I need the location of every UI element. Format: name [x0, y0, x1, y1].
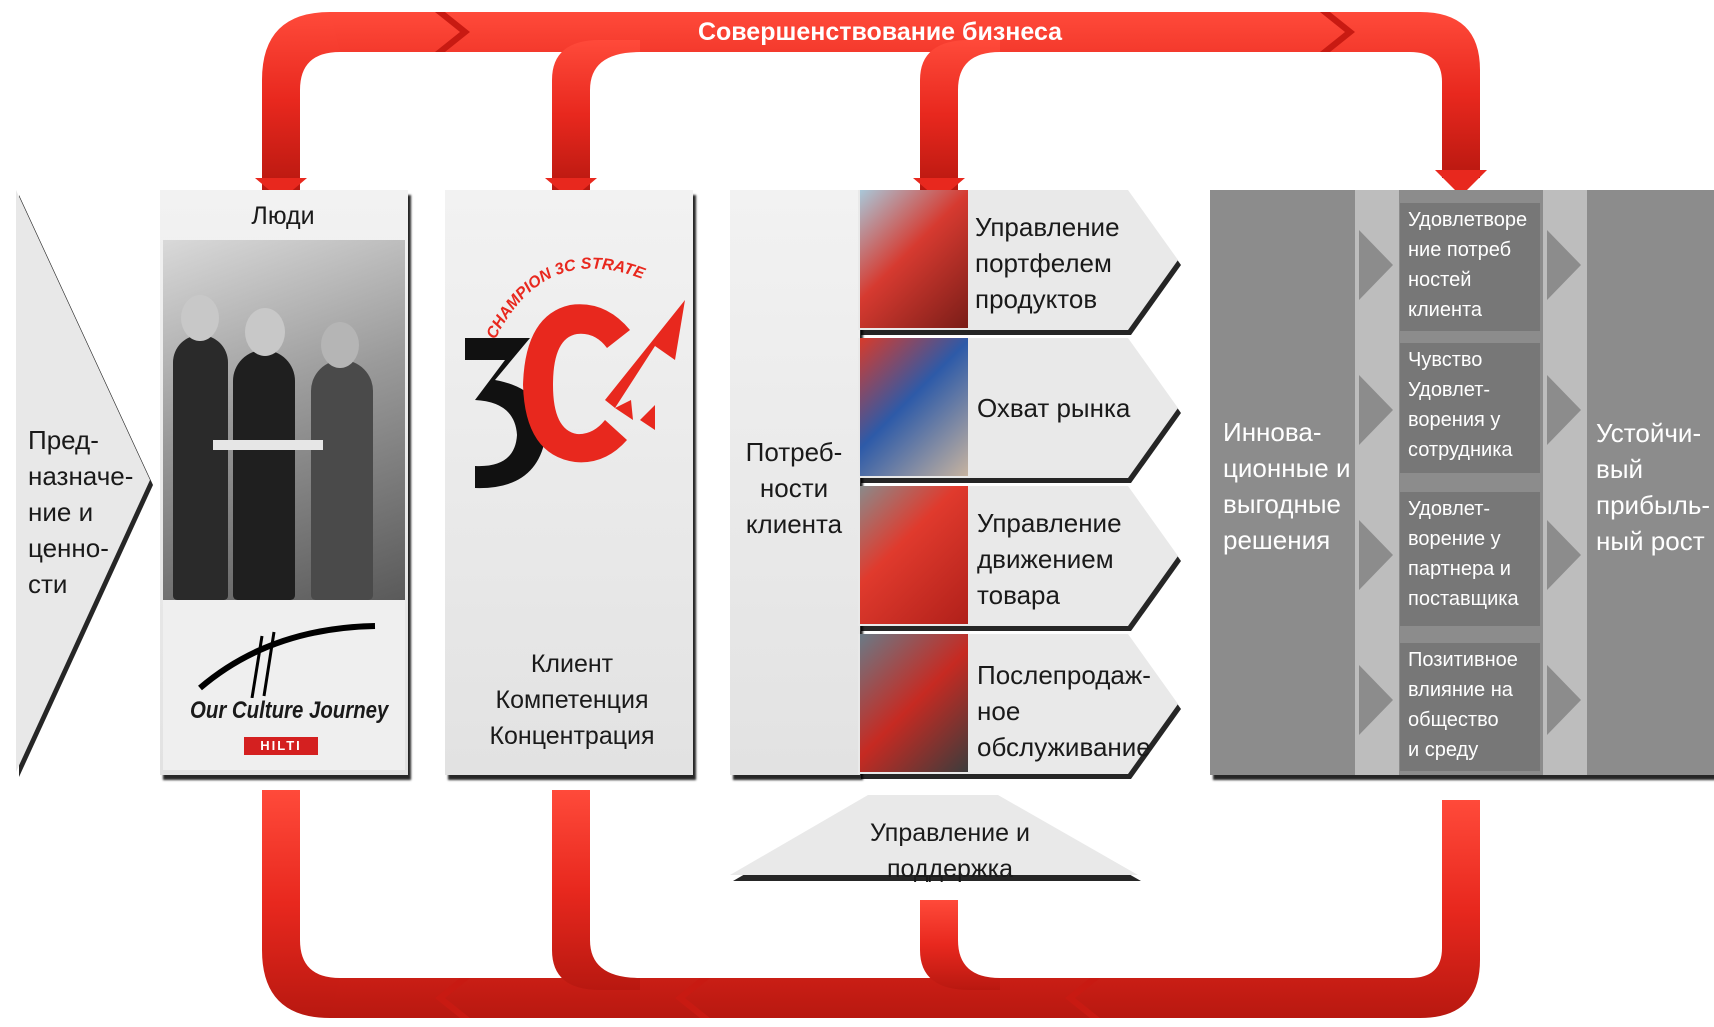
top-loop-leg-1 — [262, 12, 340, 190]
people-label: Люди — [251, 202, 315, 230]
top-arrowhead-3 — [913, 178, 965, 200]
bottom-loop-leg-2 — [552, 790, 640, 990]
culture-journey-logo-text: Our Culture Journey — [190, 697, 389, 724]
purpose-values-text: Пред- назначе- ние и ценно- сти — [28, 425, 134, 599]
business-improvement-label: Совершенствование бизнеса — [697, 18, 1063, 46]
people-meeting-photo — [163, 240, 405, 600]
strategy-words: Клиент Компетенция Концентрация — [489, 650, 655, 750]
bottom-loop-leg-1 — [262, 790, 340, 1018]
flow-arrows — [1359, 230, 1581, 735]
row-after-sales: Послепродаж- ное обслуживание — [977, 660, 1151, 762]
purpose-values-arrow — [16, 190, 153, 777]
champion-3c-strategy-logo: CHAMPION 3C STRATEGY — [455, 230, 685, 489]
service-technician-photo — [860, 634, 968, 772]
management-support-label: Управление и поддержка — [870, 819, 1030, 883]
red-tool-case-photo — [860, 486, 968, 624]
top-loop-leg-3 — [920, 40, 1000, 190]
top-arrowhead-1 — [255, 178, 307, 200]
bottom-loop-leg-3 — [920, 900, 1000, 990]
row-market-coverage: Охват рынка — [977, 393, 1131, 423]
top-arrowhead-4 — [1435, 170, 1487, 196]
row-supply-chain: Управление движением товара — [977, 508, 1122, 610]
customer-needs-panel — [730, 190, 860, 775]
management-support-shape — [730, 795, 1141, 881]
culture-journey-swoosh-icon — [198, 623, 376, 698]
row-portfolio-management: Управление портфелем продуктов — [975, 212, 1120, 314]
top-loop-band — [330, 12, 1480, 178]
customer-needs-label: Потреб- ности клиента — [745, 437, 843, 539]
top-loop-leg-2 — [552, 40, 640, 190]
innovation-label: Иннова- ционные и выгодные решения — [1223, 417, 1351, 555]
workers-photo — [860, 338, 968, 476]
sustainable-growth-label: Устойчи- вый прибыль- ный рост — [1596, 418, 1711, 556]
hilti-logo: HILTI — [244, 737, 318, 755]
power-tools-photo — [860, 190, 968, 328]
top-arrowhead-2 — [545, 178, 597, 200]
